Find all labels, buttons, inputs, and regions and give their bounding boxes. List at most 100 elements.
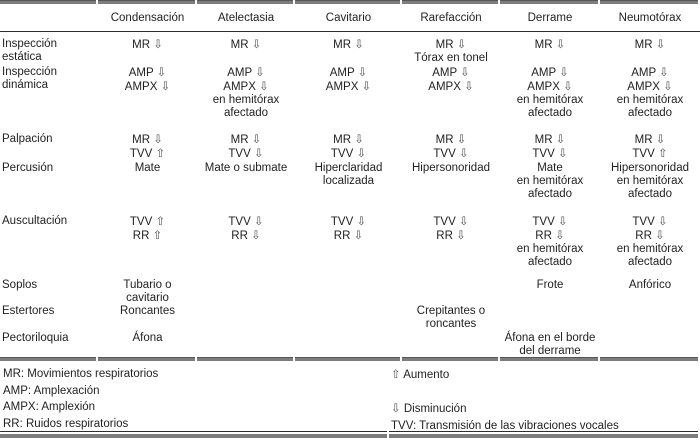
arrow-icon: ⇧	[155, 146, 166, 160]
table-row: Palpación MR ⇩TVV ⇧ MR ⇩TVV ⇩ MR ⇩TVV ⇩ MR ⇩…	[0, 133, 700, 161]
table-cell: Hipersonoridad	[412, 162, 490, 174]
arrow-icon: ⇩	[356, 146, 367, 160]
table-cell	[402, 279, 500, 305]
rule-segment	[402, 357, 498, 361]
arrow-icon: ⇩	[657, 214, 668, 228]
arrow-icon: ⇧	[152, 228, 163, 242]
legend-item: ⇩ Disminución	[391, 401, 467, 415]
rule-segment	[600, 357, 698, 361]
table-cell: Mate o submate	[204, 162, 288, 174]
table-cell: TVV ⇩RR ⇩	[433, 214, 469, 243]
arrow-icon: ⇧	[155, 214, 166, 228]
table-cell	[600, 332, 700, 358]
arrow-icon: ⇩	[160, 79, 171, 93]
table-cell: MR ⇩Tórax en tonel	[414, 37, 488, 65]
rule-segment	[0, 431, 387, 432]
arrow-icon: ⇩	[557, 146, 568, 160]
table-cell	[197, 305, 295, 331]
arrow-icon: ⇩	[555, 132, 566, 146]
arrow-icon: ⇩	[153, 37, 163, 51]
table-cell: MR ⇩	[333, 37, 364, 52]
rule-segment	[295, 357, 400, 361]
row-label: Estertores	[2, 305, 55, 317]
arrow-icon: ⇩	[251, 37, 262, 51]
arrow-icon: ⇩	[659, 65, 669, 79]
arrow-icon: ⇩	[153, 132, 163, 146]
arrow-icon: ⇩	[353, 228, 364, 242]
legend-item: TVV: Transmisión de las vibraciones voca…	[391, 419, 619, 432]
table-cell: MR ⇩TVV ⇧	[129, 132, 166, 161]
arrow-icon: ⇩	[356, 214, 367, 228]
arrow-icon: ⇩	[259, 79, 269, 93]
arrow-icon: ⇩	[557, 214, 568, 228]
table-cell: MR ⇩	[534, 37, 566, 52]
arrow-icon: ⇩	[253, 214, 264, 228]
table-cell: MR ⇩TVV ⇩	[532, 132, 568, 161]
table-cell: MR ⇩	[230, 37, 262, 52]
table-cell: Áfona	[132, 332, 163, 344]
arrow-icon: ⇩	[251, 132, 262, 146]
arrow-icon: ⇩	[655, 132, 666, 146]
rule-segment	[295, 0, 400, 4]
arrow-icon: ⇩	[555, 37, 566, 51]
table-cell	[197, 332, 295, 358]
row-label: Percusión	[2, 162, 54, 174]
column-header-1: Condensación	[110, 11, 185, 24]
bottom-thick-rule	[0, 434, 700, 438]
column-header-4: Rarefacción	[420, 11, 482, 24]
table-cell: MR ⇩TVV ⇩	[228, 132, 264, 161]
arrow-icon: ⇩	[655, 37, 666, 51]
arrow-icon: ⇩	[458, 146, 469, 160]
column-header-2: Atelectasia	[217, 11, 275, 24]
arrow-icon: ⇩	[156, 65, 167, 79]
arrow-icon: ⇩	[354, 37, 364, 51]
legend-divider-rule	[0, 357, 700, 361]
arrow-icon: ⇩	[456, 37, 467, 51]
legend-item: MR: Movimientos respiratorios	[3, 368, 159, 380]
arrow-icon: ⇩	[559, 65, 569, 79]
legend-item: AMP: Amplexación	[3, 384, 100, 397]
arrow-icon: ⇩	[464, 79, 474, 93]
bottom-thin-rule	[0, 431, 700, 432]
rule-segment	[0, 0, 96, 4]
table-cell	[402, 332, 500, 358]
table-cell	[197, 279, 295, 305]
table-cell: MR ⇩TVV ⇩	[433, 132, 469, 161]
arrow-icon: ⇩	[361, 79, 372, 93]
row-label: Palpación	[2, 133, 53, 145]
rule-segment	[0, 357, 96, 361]
table-cell	[500, 305, 600, 331]
table-cell: AMP ⇩AMPX ⇩	[325, 65, 372, 94]
row-label: Pectoriloquia	[2, 332, 69, 344]
rule-segment	[389, 431, 698, 432]
row-label: Auscultación	[2, 215, 68, 227]
rule-segment	[197, 0, 293, 4]
arrow-icon: ⇩	[456, 228, 466, 242]
header-divider-rule	[0, 31, 700, 32]
column-header-5: Derrame	[527, 11, 573, 24]
table-cell: MR ⇩TVV ⇩	[330, 132, 367, 161]
rule-segment	[98, 0, 195, 4]
arrow-icon: ⇩	[458, 214, 469, 228]
legend-item	[391, 384, 619, 401]
